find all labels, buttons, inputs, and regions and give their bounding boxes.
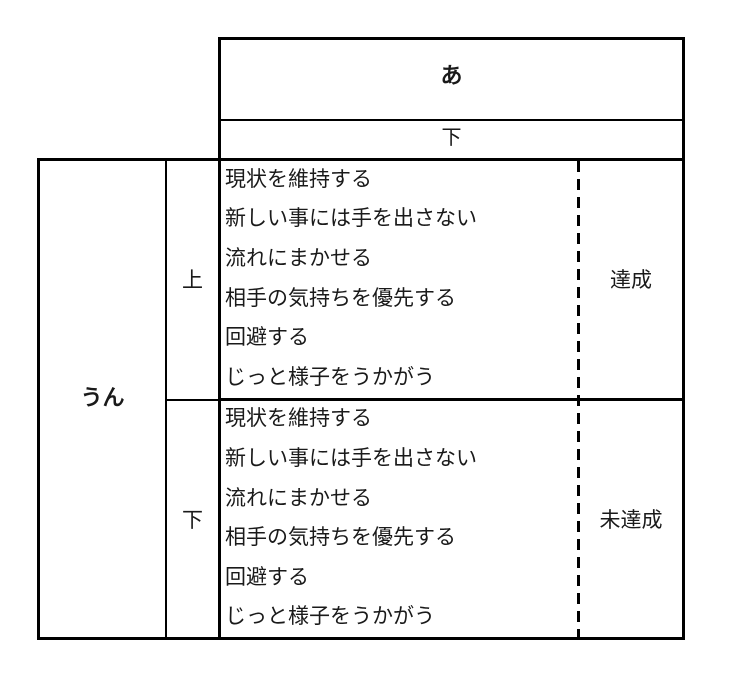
section-result: 未達成 xyxy=(599,508,663,532)
body-left-border xyxy=(37,158,40,640)
list-item: 回避する xyxy=(225,565,309,589)
header-right-border xyxy=(682,37,685,161)
header-top-border xyxy=(218,37,685,40)
body-top-border xyxy=(37,158,685,161)
list-item: 現状を維持する xyxy=(225,406,372,430)
list-item: じっと様子をうかがう xyxy=(225,604,435,628)
list-item: 新しい事には手を出さない xyxy=(225,206,477,230)
header-divider xyxy=(218,119,685,121)
section-level-label: 下 xyxy=(182,508,203,532)
list-item: 回避する xyxy=(225,325,309,349)
list-item: 新しい事には手を出さない xyxy=(225,446,477,470)
list-item: 現状を維持する xyxy=(225,167,372,191)
list-item: じっと様子をうかがう xyxy=(225,365,435,389)
items-section-divider xyxy=(218,398,685,401)
header-title: あ xyxy=(440,64,463,89)
header-left-border xyxy=(218,37,221,161)
header-subtitle: 下 xyxy=(441,125,462,149)
section-level-label: 上 xyxy=(182,268,203,292)
list-item: 相手の気持ちを優先する xyxy=(225,286,456,310)
list-item: 相手の気持ちを優先する xyxy=(225,525,456,549)
row-group-label: うん xyxy=(80,386,125,411)
list-item: 流れにまかせる xyxy=(225,246,372,270)
level-section-divider xyxy=(165,399,220,401)
body-bottom-border xyxy=(37,637,685,640)
section-result: 達成 xyxy=(610,268,652,292)
list-item: 流れにまかせる xyxy=(225,486,372,510)
